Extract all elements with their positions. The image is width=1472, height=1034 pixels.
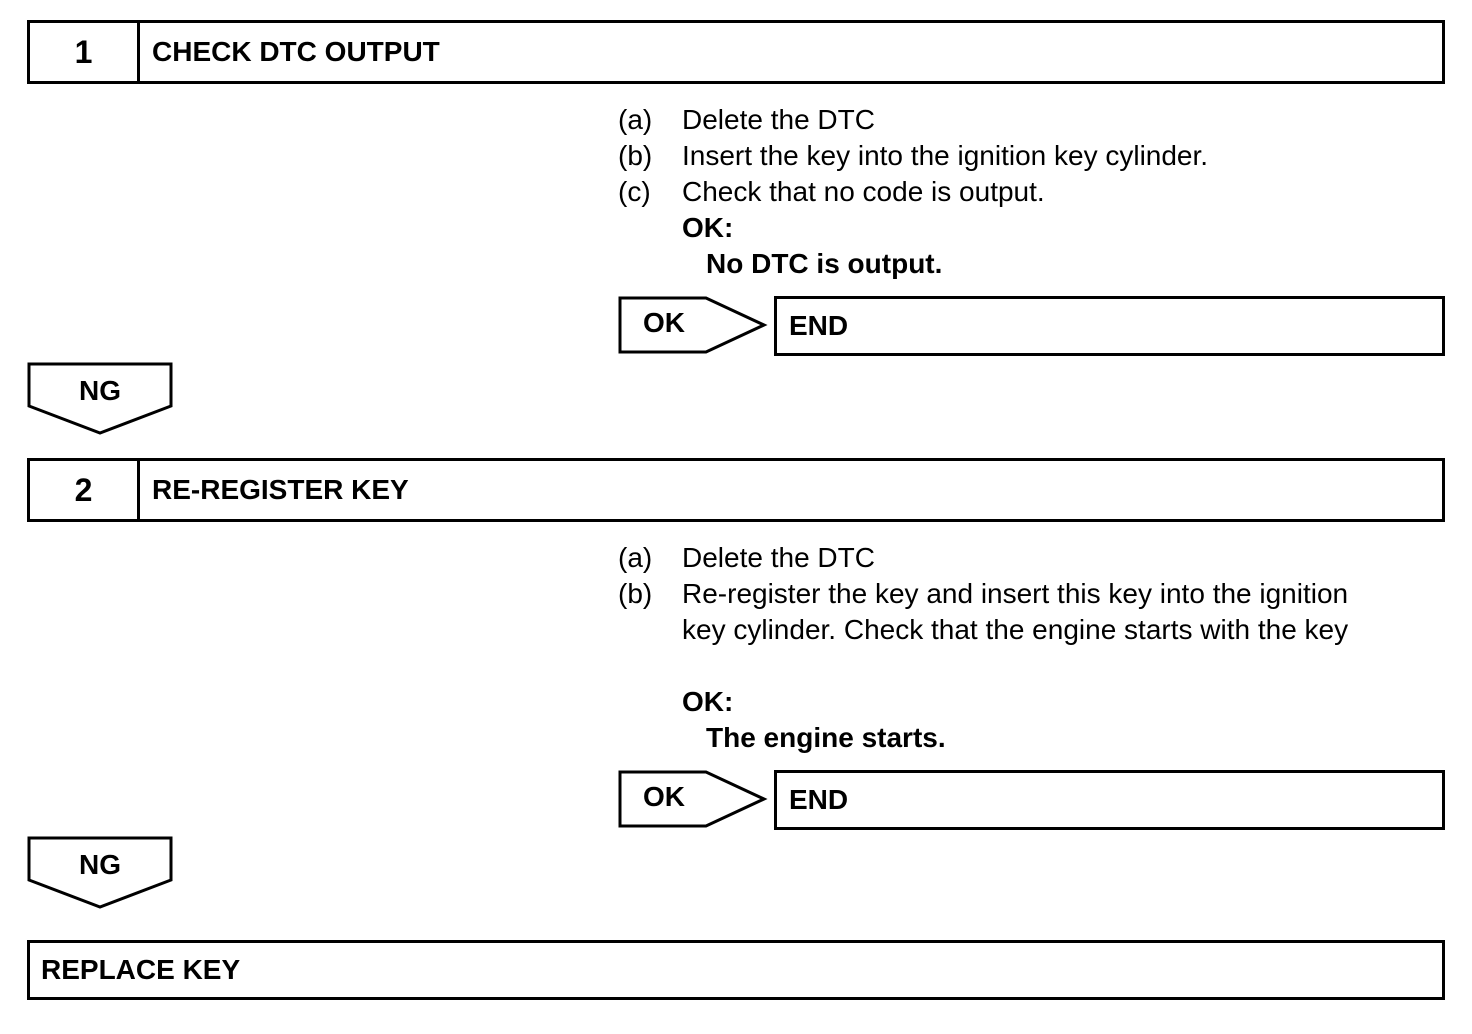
instruction-label: (a)	[618, 104, 653, 135]
instruction-item: (b) Re-register the key and insert this …	[618, 576, 1348, 612]
instruction-item: key cylinder. Check that the engine star…	[618, 612, 1348, 648]
instruction-label: (b)	[618, 140, 653, 171]
step-number: 1	[30, 23, 140, 81]
instruction-text: Insert the key into the ignition key cyl…	[682, 140, 1209, 171]
instruction-item: (a) Delete the DTC	[618, 102, 1208, 138]
instruction-item: (c) Check that no code is output.	[618, 174, 1208, 210]
instruction-label: (b)	[618, 578, 653, 609]
instruction-text: Delete the DTC	[682, 542, 875, 573]
step-2-instructions: (a) Delete the DTC (b) Re-register the k…	[618, 540, 1348, 756]
ok-branch-label: OK	[643, 307, 685, 338]
step-1-instructions: (a) Delete the DTC (b) Insert the key in…	[618, 102, 1208, 282]
ng-arrow-shape	[27, 362, 173, 435]
ok-criteria-header: OK:	[682, 212, 734, 243]
instruction-item: (a) Delete the DTC	[618, 540, 1348, 576]
instruction-text: key cylinder. Check that the engine star…	[682, 614, 1349, 645]
step-title: RE-REGISTER KEY	[152, 474, 409, 505]
ok-criteria-value: No DTC is output.	[706, 248, 943, 279]
instruction-label: (a)	[618, 542, 653, 573]
ng-branch-label: NG	[79, 849, 121, 880]
blank-line	[618, 648, 1348, 684]
step-2-header: 2 RE-REGISTER KEY	[27, 458, 1445, 522]
ng-branch-label: NG	[79, 375, 121, 406]
end-box: END	[774, 296, 1445, 356]
instruction-text: Delete the DTC	[682, 104, 875, 135]
instruction-label: (c)	[618, 176, 651, 207]
ok-criteria-value: The engine starts.	[706, 722, 946, 753]
instruction-text: Check that no code is output.	[682, 176, 1045, 207]
step-1-header: 1 CHECK DTC OUTPUT	[27, 20, 1445, 84]
ok-arrow-shape	[618, 770, 768, 828]
step-title: CHECK DTC OUTPUT	[152, 36, 440, 67]
instruction-label	[618, 612, 682, 648]
end-box: END	[774, 770, 1445, 830]
instruction-text: Re-register the key and insert this key …	[682, 578, 1349, 609]
step-number: 2	[30, 461, 140, 519]
instruction-item: (b) Insert the key into the ignition key…	[618, 138, 1208, 174]
ok-arrow-shape	[618, 296, 768, 354]
ng-arrow-shape	[27, 836, 173, 909]
final-action-box: REPLACE KEY	[27, 940, 1445, 1000]
ok-criteria-header: OK:	[682, 686, 734, 717]
ok-branch-label: OK	[643, 781, 685, 812]
